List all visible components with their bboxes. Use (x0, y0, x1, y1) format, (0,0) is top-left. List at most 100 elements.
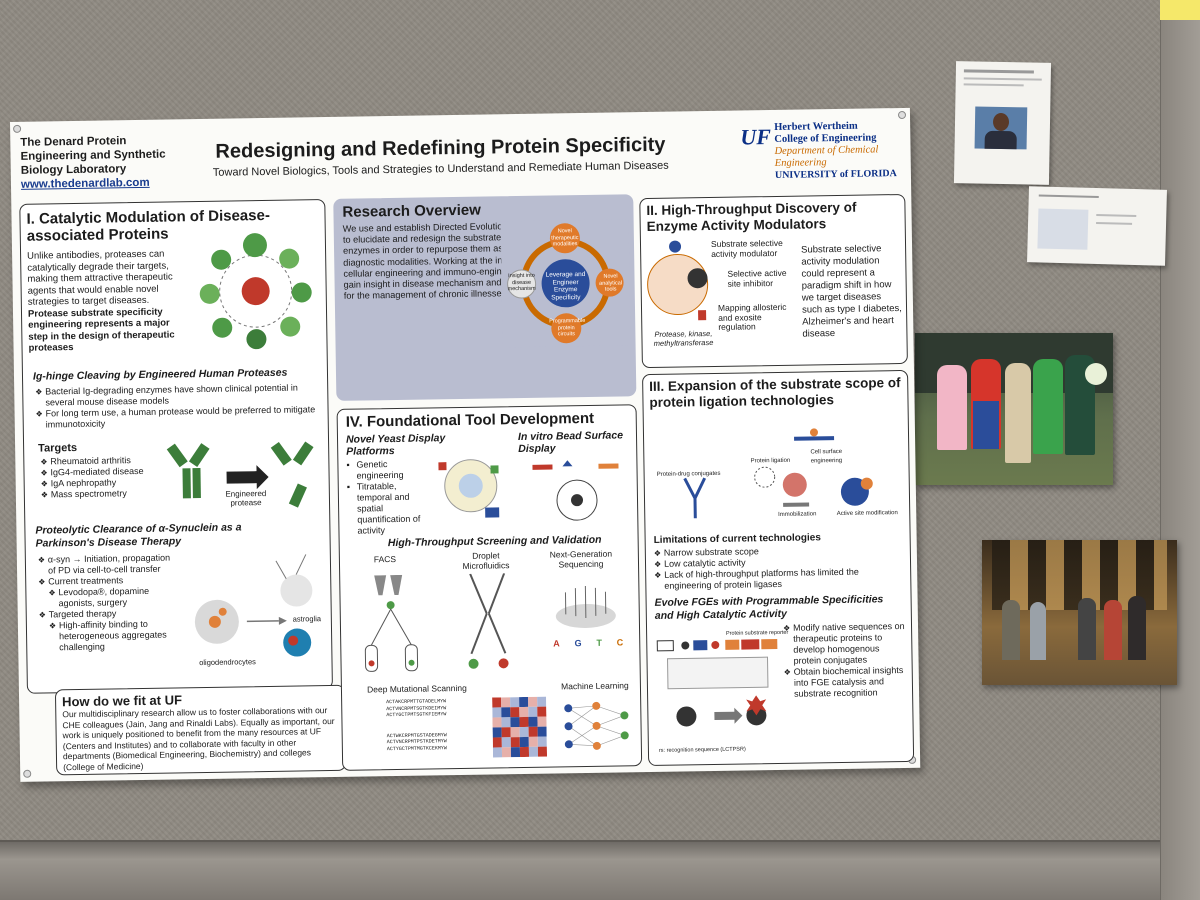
cycle-diagram-icon (193, 230, 320, 352)
lab-name: The Denard Protein Engineering and Synth… (20, 133, 201, 192)
uf-logo: UF Herbert Wertheim College of Engineeri… (740, 118, 906, 181)
yeast-bullet: Genetic engineering (346, 459, 426, 482)
overview-center-label: Leverage and Engineer Enzyme Specificity (545, 270, 586, 302)
printed-email-card (1027, 186, 1167, 266)
targets-title: Targets (38, 441, 78, 455)
ig-bullets: Bacterial Ig-degrading enzymes have show… (35, 382, 324, 431)
overview-cycle-diagram (500, 219, 631, 348)
group-photo-room (982, 540, 1177, 685)
modulator-label: Substrate selective activity modulator (710, 237, 783, 259)
bases-row: A G T C (553, 637, 623, 648)
bead-title: In vitro Bead Surface Display (517, 429, 624, 456)
poster-title: Redesigning and Redefining Protein Speci… (215, 133, 666, 163)
ligation-label: Immobilization (778, 511, 817, 518)
fit-text: Our multidisciplinary research allow us … (62, 705, 335, 772)
lab-line-3: Biology Laboratory (20, 163, 127, 177)
limits-list: Narrow substrate scope Low catalytic act… (654, 544, 901, 592)
section-2-text: Substrate selective activity modulation … (801, 243, 902, 340)
fge-title: Evolve FGEs with Programmable Specificit… (654, 593, 884, 622)
section-3-title: III. Expansion of the substrate scope of… (649, 375, 901, 410)
yeast-bullets: Genetic engineering Titratable, temporal… (346, 459, 427, 537)
ligation-label: Cell surface engineering (810, 448, 843, 465)
overview-panel: Research Overview We use and establish D… (333, 194, 637, 401)
base-a: A (553, 638, 560, 649)
engineered-protease-label: Engineered protease (225, 489, 267, 508)
section-1-intro: Unlike antibodies, proteases can catalyt… (27, 248, 189, 354)
uf-logo-text: Herbert Wertheim College of Engineering … (774, 120, 906, 182)
fge-figure (655, 631, 781, 743)
overview-node-label: Programmable protein circuits (549, 317, 586, 338)
lab-line-1: The Denard Protein (20, 135, 127, 149)
portrait-photo (974, 106, 1028, 150)
dms-label: Deep Mutational Scanning (367, 682, 467, 695)
uf-logo-mark: UF (740, 124, 772, 150)
lab-line-2: Engineering and Synthetic (20, 148, 166, 163)
ig-bullet: For long term use, a human protease woul… (36, 404, 324, 431)
sequence-list: ACTAKCRPMTTGTADELMYW ACTVNCRPMTSGTKDEIMY… (386, 698, 487, 753)
recognition-label: rs: recognition sequence (LCTPSR) (658, 746, 746, 754)
facs-figure (360, 574, 422, 676)
ligation-label: Protein-drug conjugates (656, 470, 721, 478)
lab-url[interactable]: www.thedenardlab.com (20, 176, 150, 191)
section-2-title: II. High-Throughput Discovery of Enzyme … (646, 199, 857, 235)
enzyme-label: Protease, kinase, methyltransferase (653, 328, 714, 348)
neural-network-icon (562, 697, 633, 754)
fge-bullet: Modify native sequences on therapeutic p… (783, 621, 908, 667)
section-2-panel: II. High-Throughput Discovery of Enzyme … (639, 193, 908, 369)
syn-sub-bullet: Levodopa®, dopamine agonists, surgery (38, 585, 178, 609)
sticky-note (1160, 0, 1200, 20)
base-g: G (574, 638, 582, 649)
ngs-figure (550, 581, 621, 632)
uf-line-3: Department of Chemical Engineering (774, 144, 879, 169)
pushpin-icon (13, 124, 22, 133)
section-3-panel: III. Expansion of the substrate scope of… (642, 369, 915, 767)
overview-node-label: Novel analytical tools (599, 273, 623, 293)
target-item: Mass spectrometry (41, 488, 161, 501)
ml-label: Machine Learning (561, 680, 629, 692)
board-edge (1160, 0, 1200, 900)
droplet-label: Droplet Microfluidics (462, 550, 510, 571)
fit-panel: How do we fit at UF Our multidisciplinar… (54, 684, 347, 776)
board-rail (0, 840, 1200, 900)
synuclein-bullets: α-syn → Initiation, propagation of PD vi… (38, 552, 180, 653)
allosteric-label: Mapping allosteric and exosite regulatio… (717, 301, 787, 332)
intro-bold-text: Protease substrate specificity engineeri… (27, 306, 175, 354)
ligation-label: Protein ligation (750, 457, 791, 465)
uf-line-1: Herbert Wertheim (774, 120, 858, 133)
pushpin-icon (23, 769, 32, 778)
ligation-label: Active site modification (836, 510, 898, 518)
syn-sub-bullet: High-affinity binding to heterogeneous a… (39, 618, 180, 653)
printed-tweet-card (953, 61, 1052, 185)
astroglia-label: astroglia (292, 614, 322, 624)
section-4-title: IV. Foundational Tool Development (345, 409, 595, 431)
oligodendrocytes-label: oligodendrocytes (199, 657, 256, 668)
ig-title: Ig-hinge Cleaving by Engineered Human Pr… (32, 366, 288, 383)
group-photo-costumes (915, 333, 1113, 485)
facs-label: FACS (373, 553, 397, 565)
fge-bullets: Modify native sequences on therapeutic p… (783, 621, 908, 700)
syn-bullet: α-syn → Initiation, propagation of PD vi… (38, 552, 178, 576)
yeast-bullet: Titratable, temporal and spatial quantif… (347, 480, 428, 536)
section-4-panel: IV. Foundational Tool Development Novel … (336, 404, 643, 771)
droplet-figure (462, 572, 514, 674)
section-1-panel: I. Catalytic Modulation of Disease-assoc… (19, 199, 333, 694)
targets-list: Rheumatoid arthritis IgG4-mediated disea… (40, 455, 161, 501)
uf-line-2: College of Engineering (774, 132, 877, 145)
overview-title: Research Overview (342, 201, 481, 221)
uf-line-4: UNIVERSITY of FLORIDA (774, 168, 897, 181)
enzyme-icon (645, 238, 726, 329)
yeast-display-figure (428, 451, 509, 522)
synuclein-title: Proteolytic Clearance of α-Synuclein as … (35, 521, 242, 550)
hts-title: High-Throughput Screening and Validation (387, 533, 602, 550)
inhibitor-label: Selective active site inhibitor (727, 267, 787, 289)
antibody-icon (164, 432, 325, 515)
bead-display-figure (528, 455, 629, 527)
neuron-icon (186, 550, 328, 672)
intro-text: Unlike antibodies, proteases can catalyt… (27, 248, 173, 308)
ngs-label: Next-Generation Sequencing (549, 548, 613, 569)
research-poster: The Denard Protein Engineering and Synth… (10, 107, 921, 782)
limit-item: Lack of high-throughput platforms has li… (654, 566, 900, 592)
base-t: T (596, 637, 603, 648)
base-c: C (616, 637, 624, 648)
fge-bullet: Obtain biochemical insights into FGE cat… (784, 665, 909, 700)
